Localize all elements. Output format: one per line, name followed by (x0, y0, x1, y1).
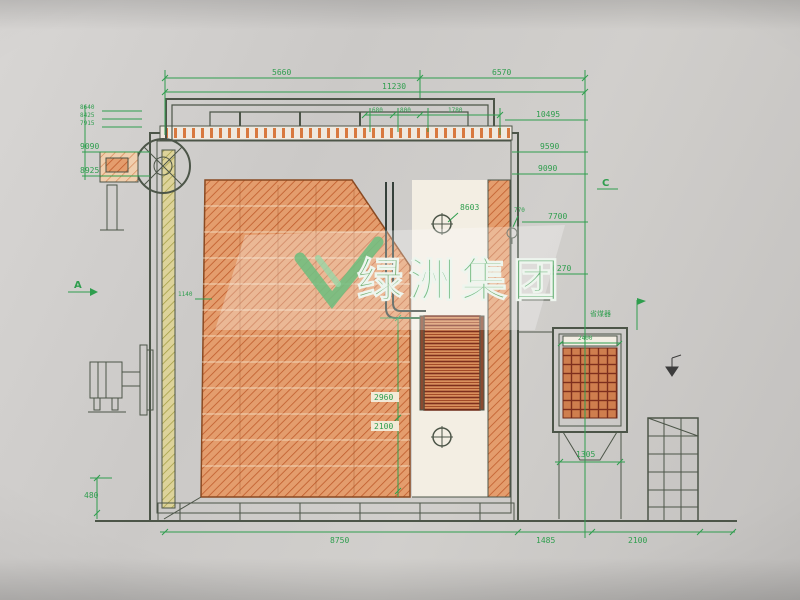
dim-inner-770: 770 (514, 207, 525, 214)
base-frame (157, 496, 515, 522)
handhole-upper (431, 213, 453, 235)
dim-inner-1140: 1140 (178, 291, 193, 298)
support-tower (647, 417, 699, 522)
fan-unit (99, 138, 191, 231)
watermark-logo-icon (294, 236, 384, 309)
dim-right-9090: 9090 (538, 164, 557, 173)
economizer-unit (552, 327, 628, 519)
section-label-c: C (602, 178, 609, 189)
dim-left-8425: 8425 (80, 112, 95, 119)
top-header-band (159, 125, 513, 141)
dim-top-5660: 5660 (272, 68, 291, 77)
economizer-label: 省煤器 (590, 309, 611, 318)
membrane-wall-strip (161, 149, 176, 509)
dim-top-1780: 1780 (448, 107, 463, 114)
watermark: 绿洲集团 (215, 225, 565, 330)
dim-bottom-2100: 2100 (628, 536, 647, 545)
furnace-chamber (200, 179, 411, 498)
watermark-text: 绿洲集团 (357, 253, 565, 307)
burner-assembly (88, 344, 154, 416)
handhole-lower (431, 426, 453, 448)
section-arrow-a (90, 288, 98, 296)
dim-econ-2400: 2400 (578, 335, 593, 342)
dimension-lines (68, 70, 737, 538)
dim-left-480: 480 (84, 491, 99, 500)
dim-top-11230: 11230 (382, 82, 406, 91)
dim-inner-2100: 2100 (374, 422, 393, 431)
elevation-marker (665, 354, 682, 377)
superheater-coil (419, 315, 485, 411)
dim-top-800: 800 (400, 107, 411, 114)
dim-left-8925: 8925 (80, 166, 99, 175)
dim-right-1305: 1305 (576, 450, 595, 459)
dim-bottom-8750: 8750 (330, 536, 349, 545)
dim-right-7700: 7700 (548, 212, 567, 221)
dim-inner-8603: 8603 (460, 203, 479, 212)
dim-inner-2960: 2960 (374, 393, 393, 402)
flue-duct (518, 299, 553, 333)
dim-bottom-1485: 1485 (536, 536, 555, 545)
dim-left-7915: 7915 (80, 120, 95, 127)
boiler-casing-inner (156, 140, 512, 514)
steam-piping (165, 98, 495, 140)
dim-left-9090: 9090 (80, 142, 99, 151)
dim-left-8640: 8640 (80, 104, 95, 111)
flag-pointer (637, 298, 646, 305)
dim-right-10495: 10495 (536, 110, 560, 119)
dim-right-9590: 9590 (540, 142, 559, 151)
dim-top-680: 680 (372, 107, 383, 114)
section-label-a: A (74, 280, 82, 291)
dim-right-6270: 6270 (552, 264, 571, 273)
gauge-fitting (506, 227, 518, 244)
dim-top-6570: 6570 (492, 68, 511, 77)
